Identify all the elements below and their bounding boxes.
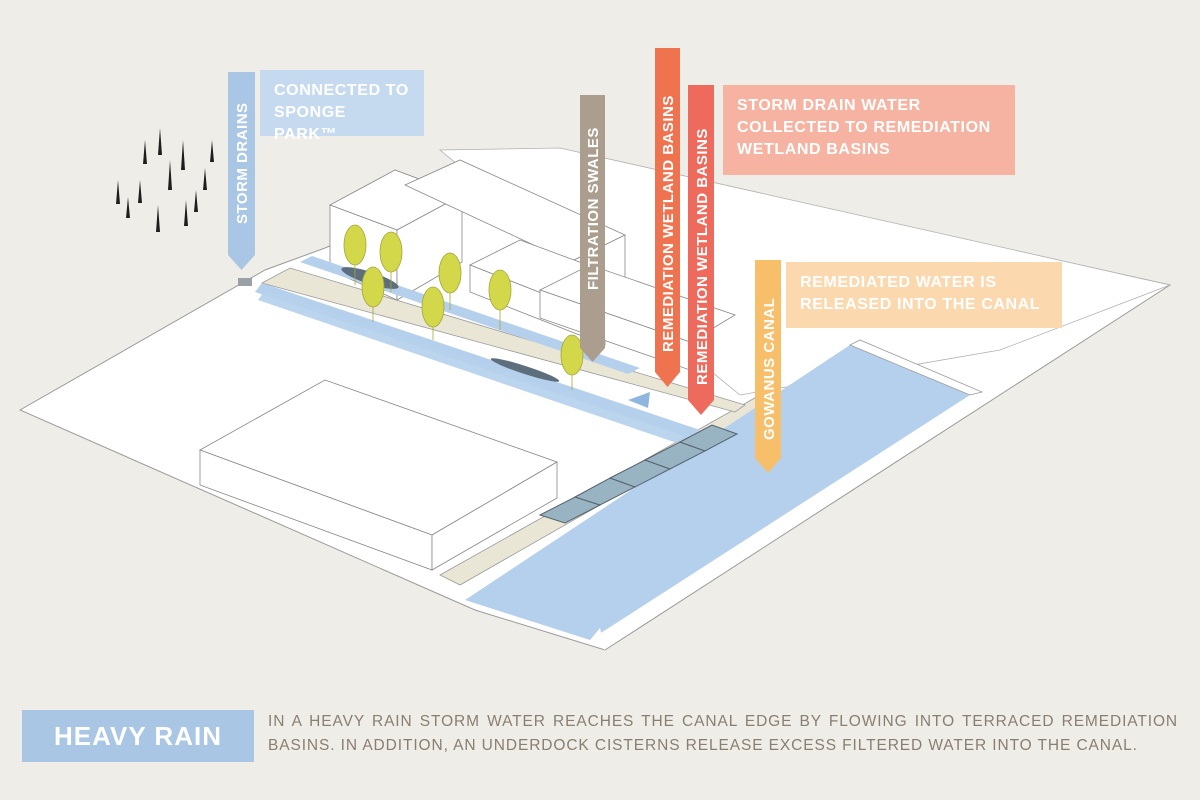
remediation-basins-label-1: REMEDIATION WETLAND BASINS [655,48,680,387]
callout-sponge-park: CONNECTED TO SPONGE PARK™ [260,70,424,143]
swale-channel-2 [490,358,560,382]
remediation-basins-text-2: REMEDIATION WETLAND BASINS [694,128,711,385]
storm-drain-inlet [238,278,252,286]
storm-drains-text: STORM DRAINS [234,102,251,224]
rain-drops [116,128,214,232]
canal-far-edge [849,339,984,396]
callout-remediated-water: REMEDIATED WATER IS RELEASED INTO THE CA… [786,262,1062,328]
storm-drains-label: STORM DRAINS [228,72,255,270]
gowanus-canal-label: GOWANUS CANAL [755,260,781,473]
caption-title: HEAVY RAIN [22,710,254,762]
side-street [258,290,720,455]
caption-text: IN A HEAVY RAIN STORM WATER REACHES THE … [268,713,1178,754]
filtration-swales-label: FILTRATION SWALES [580,95,605,362]
flow-arrow [628,392,650,408]
remediation-basins-label-2: REMEDIATION WETLAND BASINS [688,85,714,415]
canal-near-bank [590,628,605,650]
filtration-swales-text: FILTRATION SWALES [585,127,602,290]
remediation-basins-text-1: REMEDIATION WETLAND BASINS [660,95,677,352]
underdock-cisterns [538,424,739,524]
gowanus-canal-text: GOWANUS CANAL [761,298,778,440]
gowanus-canal-water [465,345,970,640]
trees [343,224,584,390]
building-front [199,379,558,571]
swale-water [255,283,700,438]
callout-storm-drain-water: STORM DRAIN WATER COLLECTED TO REMEDIATI… [723,85,1015,175]
